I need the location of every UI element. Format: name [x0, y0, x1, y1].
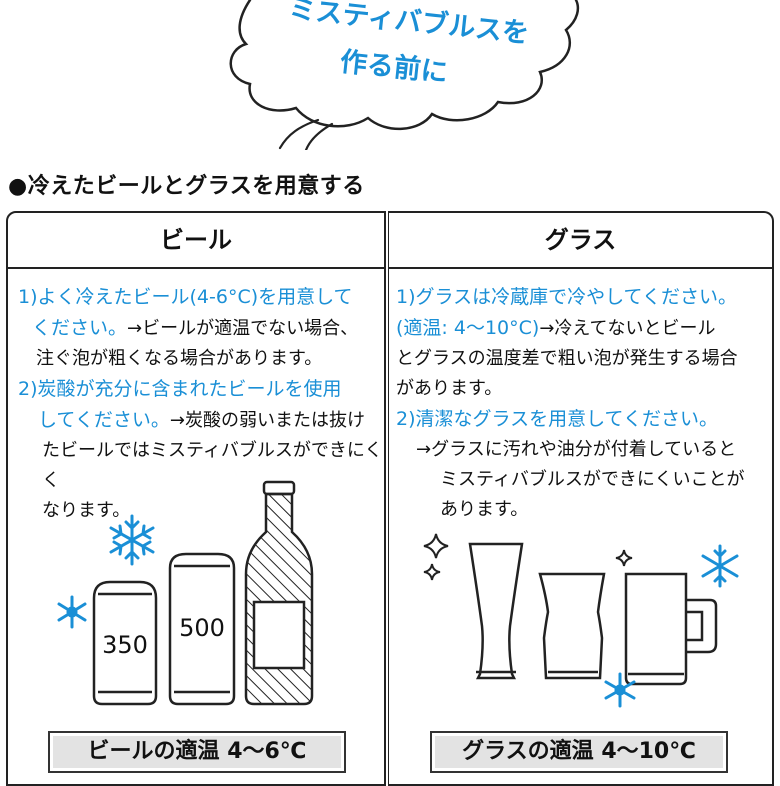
- beer-item1-title-a: 1)よく冷えたビール(4-6°C)を用意して: [18, 286, 353, 308]
- glass-item1-note-b: とグラスの温度差で粗い泡が発生する場合: [396, 348, 738, 369]
- snowflake-icon: [604, 672, 636, 708]
- sparkle-icon: [423, 533, 449, 559]
- bubble-title-line2: 作る前に: [339, 45, 450, 88]
- snowflake-icon: [701, 544, 739, 588]
- section-heading: ●冷えたビールとグラスを用意する: [8, 174, 365, 199]
- can-500-icon: [168, 552, 236, 706]
- glass-item2-note-b: ミスティバブルスができにくいことが: [440, 469, 745, 490]
- beer-bottle-icon: [244, 480, 314, 706]
- sparkle-icon: [615, 549, 633, 567]
- glass-item2-note-c: あります。: [440, 499, 529, 520]
- beer-instructions: 1)よく冷えたビール(4-6°C)を用意して ください。→ビールが適温でない場合…: [18, 282, 390, 526]
- beer-item2-title-a: 2)炭酸が充分に含まれたビールを使用: [18, 378, 342, 400]
- thought-bubble: [229, 0, 580, 150]
- beer-panel-title: ビール: [8, 213, 384, 269]
- snowflake-icon: [109, 514, 155, 566]
- glass-panel-title: グラス: [389, 213, 772, 269]
- beer-mug-icon: [624, 572, 718, 686]
- pint-glass-icon: [468, 542, 524, 680]
- bubble-title: ミスティバブルスを 作る前に: [287, 0, 530, 89]
- glass-item1-title-b: (適温: 4～10°C): [396, 317, 540, 339]
- beer-item1-note-a: →ビールが適温でない場合、: [127, 318, 359, 339]
- beer-temp-box: ビールの適温 4～6℃: [48, 731, 346, 773]
- glass-item2-title: 2)清潔なグラスを用意してください。: [396, 408, 718, 430]
- beer-temp-label: ビールの適温 4～6℃: [53, 736, 341, 768]
- beer-item2-note-c: なります。: [42, 500, 131, 521]
- glass-item1-note-c: があります。: [396, 378, 503, 399]
- glass-temp-label: グラスの適温 4～10℃: [435, 736, 723, 768]
- glass-temp-box: グラスの適温 4～10℃: [430, 731, 728, 773]
- glass-item1-title: 1)グラスは冷蔵庫で冷やしてください。: [396, 286, 737, 308]
- glass-item2-note-a: →グラスに汚れや油分が付着していると: [416, 439, 737, 460]
- beer-illustration: 350 500: [57, 480, 314, 706]
- glass-instructions: 1)グラスは冷蔵庫で冷やしてください。 (適温: 4～10°C)→冷えてないとビ…: [396, 282, 774, 525]
- snowflake-icon: [57, 595, 87, 629]
- beer-item1-note-b: 注ぐ泡が粗くなる場合があります。: [36, 348, 323, 369]
- can-500-label: 500: [179, 614, 225, 642]
- tumbler-glass-icon: [538, 572, 606, 680]
- glass-illustration: [423, 533, 739, 708]
- can-350-label: 350: [102, 631, 148, 659]
- sparkle-icon: [423, 563, 441, 581]
- beer-item2-note-b: たビールではミスティバブルスができにくく: [42, 440, 383, 491]
- beer-item1-title-b: ください。: [32, 317, 128, 339]
- glass-item1-note-a: →冷えてないとビール: [539, 318, 716, 339]
- beer-item2-title-b: してください。: [38, 409, 170, 431]
- beer-item2-note-a: →炭酸の弱いまたは抜け: [169, 410, 365, 431]
- can-350-icon: [92, 580, 158, 706]
- bubble-title-line1: ミスティバブルスを: [287, 0, 530, 50]
